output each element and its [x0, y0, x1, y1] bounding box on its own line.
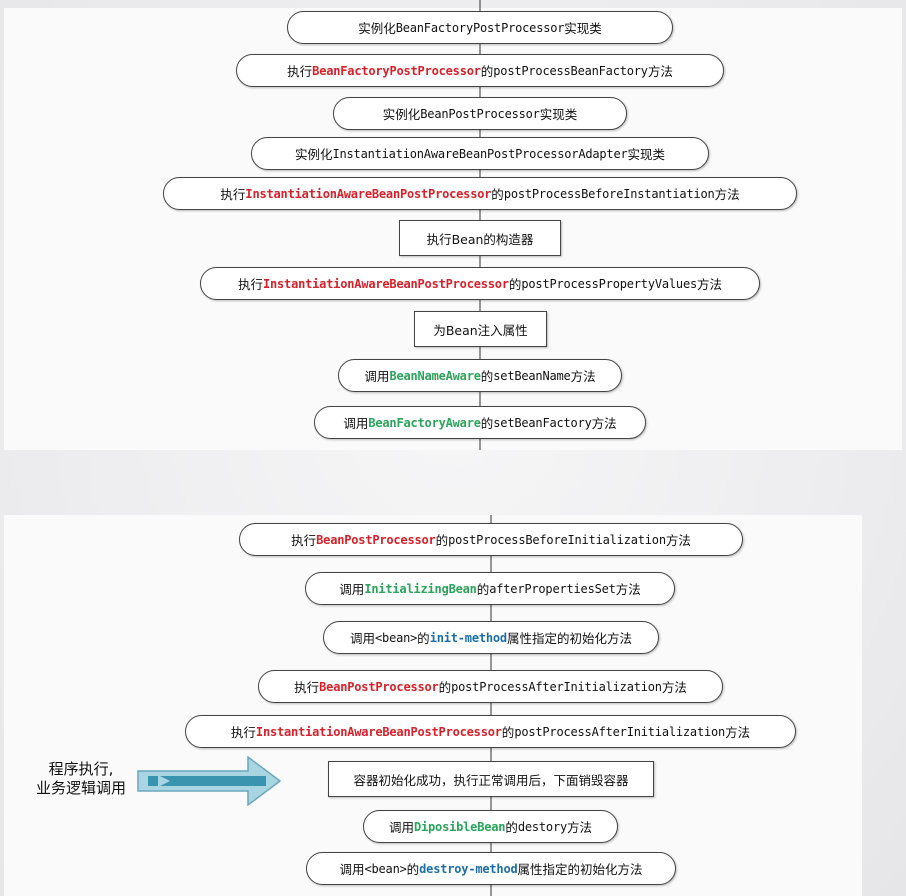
flow-text-segment: 属性指定的初始化方法 [506, 631, 632, 646]
flow-text-segment: init-method [429, 630, 507, 645]
flow-text-segment: setBeanName [493, 368, 571, 383]
flow-text-segment: 方法 [665, 533, 691, 548]
flow-text-segment: 执行 [291, 533, 317, 548]
flow-text-segment: 的 [505, 820, 518, 835]
flow-text-segment: destroy-method [419, 861, 518, 876]
flow-text-segment: postProcessAfterInitialization [514, 724, 726, 739]
flow-text-segment: InstantiationAwareBeanPostProcessor [262, 276, 509, 291]
flow-text-segment: <bean> [375, 630, 418, 645]
flow-text-segment: 的 [480, 64, 494, 79]
flow-text-segment: BeanFactoryAware [368, 415, 481, 430]
flow-text-segment: 调用 [339, 862, 365, 877]
flow-text-segment: 的 [480, 416, 494, 431]
flow-text-segment: 的 [417, 631, 430, 646]
flow-text-segment: postProcessAfterInitialization [451, 679, 662, 694]
flow-text-segment: afterPropertiesSet [489, 581, 616, 596]
flow-text-segment: postProcessBeforeInitialization [448, 532, 666, 547]
flow-text-segment: 实现类 [539, 107, 578, 122]
flow-text-segment: DiposibleBean [413, 819, 506, 834]
flow-text-segment: postProcessBeanFactory [493, 63, 648, 78]
flow-text-segment: 实现类 [627, 147, 666, 162]
flow-text-segment: InitializingBean [364, 581, 477, 596]
flow-step-top-6: 执行Bean的构造器 [399, 220, 561, 256]
flow-text-segment: 方法 [647, 64, 673, 79]
flow-text-segment: InstantiationAwareBeanPostProcessor [255, 724, 502, 739]
flow-text-segment: 实例化 [294, 147, 333, 162]
flow-text-segment: 调用 [350, 631, 376, 646]
flow-text-segment: BeanNameAware [389, 368, 481, 383]
flow-text-segment: 方法 [725, 725, 751, 740]
flow-text-segment: BeanFactoryPostProcessor [312, 63, 481, 78]
flow-text-segment: BeanFactoryPostProcessor [395, 20, 565, 35]
flow-text-segment: 方法 [591, 416, 617, 431]
flow-text-segment: 属性指定的初始化方法 [517, 862, 643, 877]
side-note-line-1: 程序执行, [48, 760, 114, 778]
flow-text-segment: 的 [435, 533, 449, 548]
flow-text-segment: BeanPostProcessor [420, 106, 540, 121]
flow-text-segment: 执行Bean的构造器 [426, 231, 534, 247]
flow-text-segment: InstantiationAwareBeanPostProcessorAdapt… [332, 146, 628, 161]
side-note: 程序执行, 业务逻辑调用 [30, 760, 132, 798]
flow-text-segment: BeanPostProcessor [319, 679, 439, 694]
flow-text-segment: 执行 [230, 725, 256, 740]
flow-text-segment: 方法 [567, 820, 593, 835]
flow-text-segment: destory [517, 819, 568, 834]
flow-text-segment: 的 [491, 187, 504, 202]
flow-text-segment: 调用 [343, 416, 369, 431]
flow-text-segment: 调用 [388, 820, 414, 835]
flow-text-segment: 的 [406, 862, 420, 877]
flow-text-segment: 的 [438, 680, 452, 695]
flow-text-segment: 方法 [697, 277, 723, 292]
flow-text-segment: 的 [476, 582, 490, 597]
flow-text-segment: 实例化 [358, 21, 396, 36]
flow-text-segment: 方法 [570, 369, 596, 384]
flow-text-segment: 容器初始化成功，执行正常调用后，下面销毁容器 [353, 772, 629, 788]
flow-text-segment: setBeanFactory [493, 415, 592, 430]
flow-text-segment: 实现类 [564, 21, 602, 36]
flow-text-segment: BeanPostProcessor [316, 532, 436, 547]
flow-text-segment: postProcessPropertyValues [521, 276, 697, 291]
flow-text-segment: 实例化 [382, 107, 421, 122]
flow-text-segment: 执行 [220, 187, 246, 202]
flow-text-segment: 执行 [237, 277, 263, 292]
flow-step-top-8: 为Bean注入属性 [414, 311, 547, 347]
flow-text-segment: 方法 [661, 680, 687, 695]
flow-text-segment: 的 [480, 369, 494, 384]
flow-text-segment: 的 [501, 725, 515, 740]
flow-text-segment: 执行 [294, 680, 320, 695]
side-note-line-2: 业务逻辑调用 [35, 779, 126, 797]
flow-text-segment: 调用 [364, 369, 390, 384]
right-arrow-icon [137, 756, 282, 806]
flow-step-bottom-6: 容器初始化成功，执行正常调用后，下面销毁容器 [328, 761, 654, 797]
flow-text-segment: InstantiationAwareBeanPostProcessor [245, 186, 492, 201]
flow-text-segment: 调用 [339, 582, 365, 597]
flow-text-segment: 执行 [287, 64, 313, 79]
flow-text-segment: 为Bean注入属性 [433, 322, 528, 338]
flow-text-segment: 方法 [615, 582, 641, 597]
flow-text-segment: 方法 [714, 187, 740, 202]
flow-text-segment: postProcessBeforeInstantiation [503, 186, 715, 201]
flow-text-segment: 的 [508, 277, 522, 292]
flow-text-segment: <bean> [364, 861, 407, 876]
